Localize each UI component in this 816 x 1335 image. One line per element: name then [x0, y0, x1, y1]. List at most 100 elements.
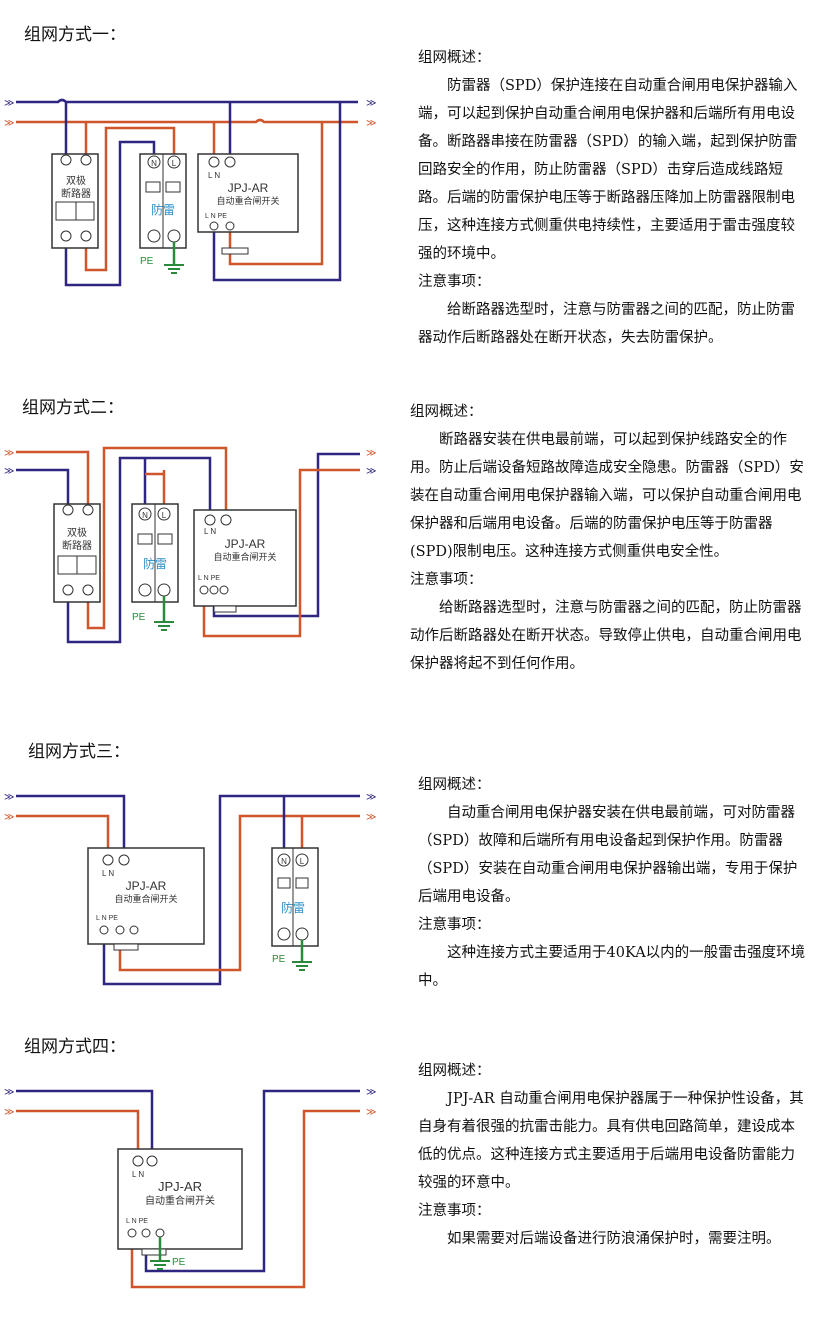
surge-protector-spd: N L 防雷	[271, 847, 319, 947]
output-arrow-orange: ≫	[366, 812, 376, 823]
breaker-label-2: 断路器	[62, 539, 92, 552]
section-2-description: 组网概述： 断路器安装在供电最前端，可以起到保护线路安全的作用。防止后端设备短路…	[410, 398, 806, 678]
wire-device-out-blue	[102, 794, 360, 986]
spd-n-label: N	[151, 159, 157, 168]
output-arrow-blue: ≫	[366, 792, 376, 803]
input-arrow-orange: ≫	[4, 448, 14, 459]
output-arrow-blue: ≫	[366, 98, 376, 109]
ground-symbol	[150, 1260, 170, 1270]
spd-l-label: L	[162, 511, 167, 520]
surge-protector-spd: N L 防雷	[139, 153, 187, 249]
device-name: JPJ-AR	[228, 181, 269, 195]
input-arrow-orange: ≫	[4, 1107, 14, 1118]
wire-orange-in	[16, 450, 90, 510]
device-ln-top: L N	[132, 1170, 144, 1179]
wire-blue-in	[16, 468, 70, 510]
breaker-label-1: 双极	[66, 174, 86, 187]
pe-label: PE	[140, 256, 154, 267]
overview-heading: 组网概述：	[418, 50, 491, 66]
notes-heading: 注意事项：	[418, 274, 491, 290]
section-1-description: 组网概述： 防雷器（SPD）保护连接在自动重合闸用电保护器输入端，可以起到保护自…	[418, 44, 806, 352]
input-arrow-orange: ≫	[4, 118, 14, 129]
spd-n-label: N	[281, 857, 287, 866]
spd-l-label: L	[172, 159, 177, 168]
device-ln-pe: L N PE	[126, 1218, 148, 1225]
jpj-ar-device: L N JPJ-AR 自动重合闸开关 L N PE	[87, 847, 205, 951]
device-ln-pe: L N PE	[198, 575, 220, 582]
notes-text: 给断路器选型时，注意与防雷器之间的匹配，防止防雷器动作后断路器处在断开状态。导致…	[410, 600, 802, 672]
section-3-title: 组网方式三：	[28, 742, 130, 762]
breaker-label-1: 双极	[67, 526, 87, 539]
wire-breaker-out-orange	[86, 446, 228, 630]
device-name: JPJ-AR	[126, 879, 167, 893]
overview-text: 防雷器（SPD）保护连接在自动重合闸用电保护器输入端，可以起到保护自动重合闸用电…	[418, 78, 798, 262]
notes-heading: 注意事项：	[418, 917, 491, 933]
device-name: JPJ-AR	[225, 537, 266, 551]
spd-n-label: N	[142, 511, 148, 520]
spd-label: 防雷	[143, 556, 167, 571]
wiring-diagram-2: ≫ ≫ ≫ ≫ 双极 断路器 N L 防雷 PE L N JPJ-AR 自动重合…	[4, 446, 376, 644]
device-subtitle: 自动重合闸开关	[213, 551, 276, 562]
overview-heading: 组网概述：	[410, 404, 483, 420]
device-subtitle: 自动重合闸开关	[216, 195, 279, 206]
pe-label: PE	[272, 954, 286, 965]
output-arrow-blue: ≫	[366, 466, 376, 477]
output-arrow-blue: ≫	[366, 1087, 376, 1098]
section-4-title: 组网方式四：	[24, 1037, 126, 1057]
overview-text: JPJ-AR 自动重合闸用电保护器属于一种保护性设备，其自身有着很强的抗雷击能力…	[418, 1091, 804, 1191]
input-arrow-blue: ≫	[4, 466, 14, 477]
output-arrow-orange: ≫	[366, 1107, 376, 1118]
overview-heading: 组网概述：	[418, 1063, 491, 1079]
wire-blue-in	[16, 794, 126, 854]
notes-text: 给断路器选型时，注意与防雷器之间的匹配，防止防雷器动作后断路器处在断开状态，失去…	[418, 302, 795, 346]
spd-label: 防雷	[151, 202, 175, 217]
output-arrow-orange: ≫	[366, 448, 376, 459]
device-subtitle: 自动重合闸开关	[114, 893, 177, 904]
section-2-title: 组网方式二：	[22, 398, 124, 418]
device-name: JPJ-AR	[158, 1179, 202, 1194]
wire-device-out-orange	[228, 122, 324, 266]
wire-device-out-blue	[212, 102, 342, 282]
jpj-ar-device: L N JPJ-AR 自动重合闸开关 L N PE	[193, 509, 297, 613]
overview-text: 自动重合闸用电保护器安装在供电最前端，可对防雷器（SPD）故障和后端所有用电设备…	[418, 805, 798, 905]
device-ln-top: L N	[208, 171, 220, 180]
input-arrow-blue: ≫	[4, 1087, 14, 1098]
surge-protector-spd: N L 防雷	[131, 503, 179, 603]
notes-heading: 注意事项：	[418, 1203, 491, 1219]
input-arrow-orange: ≫	[4, 812, 14, 823]
spd-label: 防雷	[281, 900, 305, 915]
ground-symbol	[154, 621, 174, 631]
ground-symbol	[164, 264, 184, 274]
notes-text: 这种连接方式主要适用于40KA以内的一般雷击强度环境中。	[418, 945, 806, 989]
double-pole-breaker: 双极 断路器	[53, 503, 101, 603]
wire-orange-main	[16, 118, 358, 124]
wire-device-out-orange	[118, 814, 360, 972]
breaker-label-2: 断路器	[61, 187, 91, 200]
device-ln-top: L N	[102, 869, 114, 878]
jpj-ar-device: L N JPJ-AR 自动重合闸开关 L N PE	[197, 153, 299, 255]
pe-label: PE	[172, 1257, 186, 1268]
device-ln-pe: L N PE	[96, 915, 118, 922]
section-3-description: 组网概述： 自动重合闸用电保护器安装在供电最前端，可对防雷器（SPD）故障和后端…	[418, 771, 806, 995]
wire-blue-in	[16, 1089, 154, 1155]
wire-breaker-out-blue	[64, 140, 156, 287]
wire-device-out-orange	[202, 468, 360, 638]
notes-heading: 注意事项：	[410, 572, 483, 588]
output-arrow-orange: ≫	[366, 118, 376, 129]
input-arrow-blue: ≫	[4, 792, 14, 803]
wiring-diagram-1: ≫ ≫ ≫ ≫ 双极 断路器 N L 防雷 PE L N JPJ-AR	[4, 98, 376, 287]
wire-out-blue	[144, 1089, 360, 1273]
device-ln-pe: L N PE	[205, 213, 227, 220]
spd-l-label: L	[300, 857, 305, 866]
jpj-ar-device: L N JPJ-AR 自动重合闸开关 L N PE	[117, 1148, 243, 1256]
wire-breaker-out-orange	[84, 126, 176, 272]
wire-out-orange	[130, 1109, 360, 1289]
section-1-title: 组网方式一：	[24, 25, 126, 45]
notes-text: 如果需要对后端设备进行防浪涌保护时，需要注明。	[447, 1231, 781, 1247]
wire-blue-main	[16, 98, 358, 104]
wiring-diagram-4: ≫ ≫ ≫ ≫ L N JPJ-AR 自动重合闸开关 L N PE PE	[4, 1087, 376, 1289]
wire-orange-in	[16, 814, 110, 854]
wire-orange-in	[16, 1109, 140, 1155]
wiring-diagram-3: ≫ ≫ ≫ ≫ L N JPJ-AR 自动重合闸开关 L N PE N L 防雷…	[4, 792, 376, 986]
device-subtitle: 自动重合闸开关	[145, 1194, 215, 1207]
